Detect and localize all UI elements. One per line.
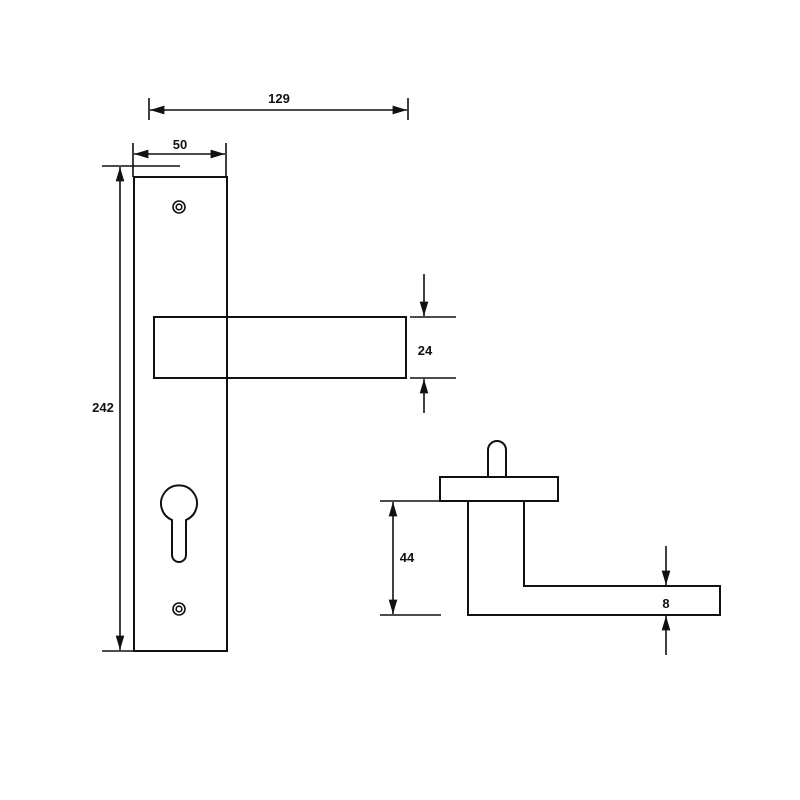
lever-side <box>467 501 721 616</box>
dimension-label-242: 242 <box>92 400 114 415</box>
dimension-label-8: 8 <box>662 596 669 611</box>
dimension-50: 50 <box>132 137 227 177</box>
dimension-24: 24 <box>410 274 456 413</box>
backplate <box>133 176 228 652</box>
top-screw-icon <box>172 200 186 214</box>
rose <box>439 476 559 502</box>
dimension-label-129: 129 <box>268 91 290 106</box>
front-view <box>133 176 407 652</box>
side-view <box>439 440 721 616</box>
bottom-screw-icon <box>172 602 186 616</box>
spindle <box>487 440 507 477</box>
lever-front <box>153 316 407 379</box>
dimension-label-24: 24 <box>418 343 433 358</box>
cylinder-keyhole <box>160 484 198 563</box>
dimension-8: 8 <box>661 546 671 655</box>
dimension-label-50: 50 <box>173 137 187 152</box>
dimension-label-44: 44 <box>400 550 415 565</box>
dimension-242: 242 <box>92 165 180 652</box>
dimension-129: 129 <box>148 91 409 120</box>
dimension-44: 44 <box>380 500 441 616</box>
